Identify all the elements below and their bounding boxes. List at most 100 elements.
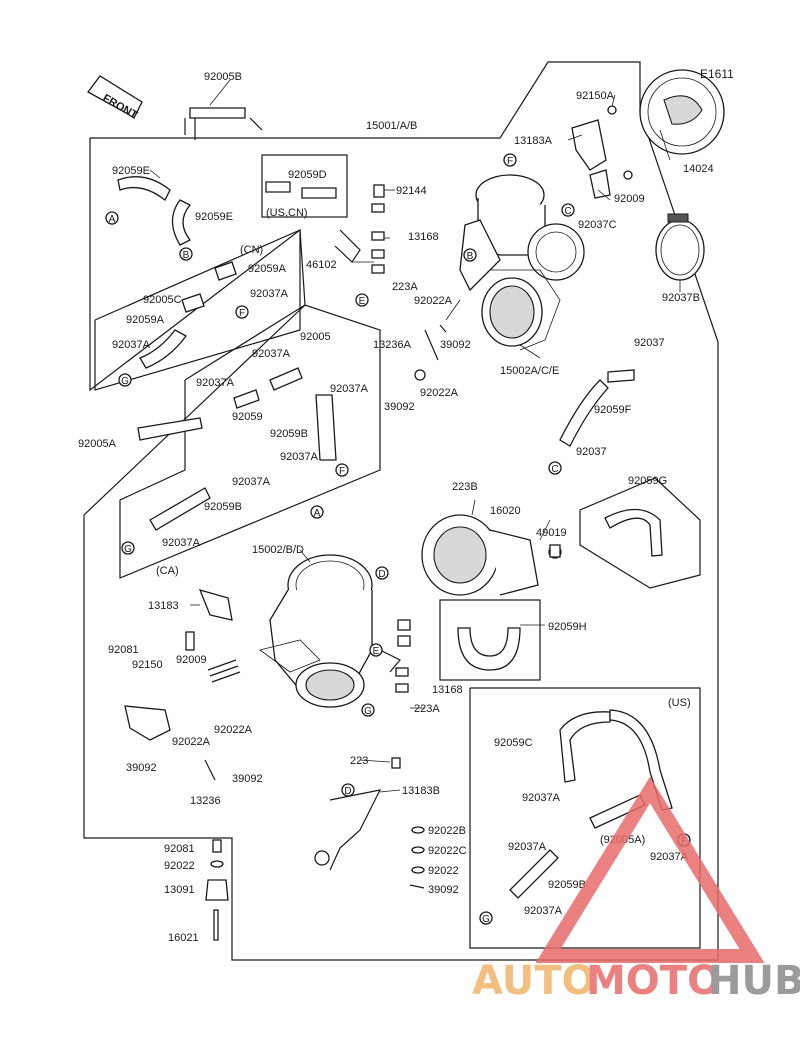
part-labels: E1611 92005B 15001/A/B 92059E 92059E 920… [78, 67, 734, 944]
us-cn-region-outline [261, 154, 348, 218]
ref-c-marker-1: C [561, 203, 575, 217]
label-92037a-us4: 92037A [524, 905, 563, 917]
label-92037c: 92037C [578, 219, 617, 231]
label-92005a-left: 92005A [78, 438, 117, 450]
label-14024: 14024 [683, 163, 714, 175]
label-13183: 13183 [148, 600, 179, 612]
label-13236: 13236 [190, 795, 221, 807]
label-16020: 16020 [490, 505, 521, 517]
watermark-moto: MOTO [586, 958, 721, 1004]
label-92059e-a: 92059E [112, 165, 150, 177]
small-parts [124, 105, 633, 941]
label-92037a-cn: 92037A [250, 288, 289, 300]
carburetor-15002a [459, 174, 585, 351]
label-92059b-l: 92059B [204, 501, 242, 513]
ref-f-marker-3: F [335, 463, 349, 477]
label-39092-b1: 39092 [126, 762, 157, 774]
ref-g-marker-2: G [121, 541, 135, 555]
svg-text:F: F [507, 156, 513, 167]
watermark-hub: HUB [708, 958, 800, 1004]
ref-e-marker-2: E [369, 643, 383, 657]
svg-text:E: E [373, 646, 380, 657]
label-92009-b: 92009 [176, 654, 207, 666]
label-92037-b: 92037 [576, 446, 607, 458]
carburetor-15002b [259, 554, 373, 708]
svg-text:C: C [564, 206, 571, 217]
svg-text:D: D [378, 569, 385, 580]
svg-text:G: G [364, 706, 372, 717]
label-92037a-m4: 92037A [280, 451, 319, 463]
ref-d-marker-2: D [341, 783, 355, 797]
svg-text:F: F [339, 466, 345, 477]
hoses [117, 107, 673, 899]
diaphragm-16020 [421, 514, 562, 596]
label-13183b: 13183B [402, 785, 440, 797]
svg-text:A: A [314, 508, 321, 519]
ref-g-marker-4: G [479, 911, 493, 925]
label-92005b: 92005B [204, 71, 242, 83]
label-92037a-m2: 92037A [196, 377, 235, 389]
label-13236a: 13236A [373, 339, 412, 351]
label-92059: 92059 [232, 411, 263, 423]
svg-text:B: B [183, 250, 190, 261]
label-92081-a: 92081 [108, 644, 139, 656]
label-92037a-l: 92037A [232, 476, 271, 488]
ca-region-outline [119, 304, 381, 579]
label-223a-b: 223A [414, 703, 440, 715]
ref-b-marker-1: B [179, 247, 193, 261]
ref-d-marker-1: D [375, 566, 389, 580]
label-92150a-top: 92150A [576, 90, 615, 102]
label-92059b-m: 92059B [270, 428, 308, 440]
ref-g-marker-1: G [118, 373, 132, 387]
ref-f-marker-1: F [235, 305, 249, 319]
label-92037b: 92037B [662, 292, 700, 304]
figure-code: E1611 [700, 67, 734, 81]
label-39092-top: 39092 [440, 339, 471, 351]
label-92022a-m: 92022A [420, 387, 459, 399]
label-92059b-us: 92059B [548, 879, 586, 891]
svg-text:F: F [239, 308, 245, 319]
label-13091: 13091 [164, 884, 195, 896]
label-92022a-b1: 92022A [214, 724, 253, 736]
label-92081-b: 92081 [164, 843, 195, 855]
label-92037a-l2: 92037A [162, 537, 201, 549]
svg-text:C: C [551, 464, 558, 475]
reference-markers: A B E F G F C B C F G A D E G D F G [105, 153, 691, 925]
svg-text:G: G [124, 544, 132, 555]
label-39092-b2: 39092 [232, 773, 263, 785]
ref-c-marker-2: C [548, 461, 562, 475]
label-92059a-a: 92059A [248, 263, 287, 275]
ref-f-marker-2: F [503, 153, 517, 167]
label-92037a-cn2: 92037A [112, 339, 151, 351]
ref-a-marker-1: A [105, 211, 119, 225]
watermark-auto: AUTO [472, 958, 596, 1004]
label-15001: 15001/A/B [366, 120, 417, 132]
svg-text:A: A [109, 214, 116, 225]
svg-text:G: G [482, 914, 490, 925]
92059g-region-outline [579, 477, 701, 589]
label-92059a-b: 92059A [126, 314, 165, 326]
label-us-cn: (US,CN) [266, 207, 308, 219]
label-49019: 49019 [536, 527, 567, 539]
label-13168-b: 13168 [432, 684, 463, 696]
label-92059f: 92059F [594, 404, 632, 416]
label-92150: 92150 [132, 659, 163, 671]
label-92059h: 92059H [548, 621, 587, 633]
label-92005c: 92005C [143, 294, 182, 306]
label-92037a-us3: 92037A [508, 841, 547, 853]
front-arrow-icon: FRONT [87, 75, 143, 122]
air-cover-14024 [639, 69, 725, 155]
label-ca: (CA) [156, 565, 179, 577]
label-13183a: 13183A [514, 135, 553, 147]
label-13168-top: 13168 [408, 231, 439, 243]
label-39092-m: 39092 [384, 401, 415, 413]
ref-e-marker-1: E [355, 293, 369, 307]
label-39092-b3: 39092 [428, 884, 459, 896]
svg-text:D: D [344, 786, 351, 797]
label-92005: 92005 [300, 331, 331, 343]
label-92037a-m1: 92037A [252, 348, 291, 360]
label-92144: 92144 [396, 185, 427, 197]
label-46102: 46102 [306, 259, 337, 271]
label-15002ace: 15002A/C/E [500, 365, 559, 377]
